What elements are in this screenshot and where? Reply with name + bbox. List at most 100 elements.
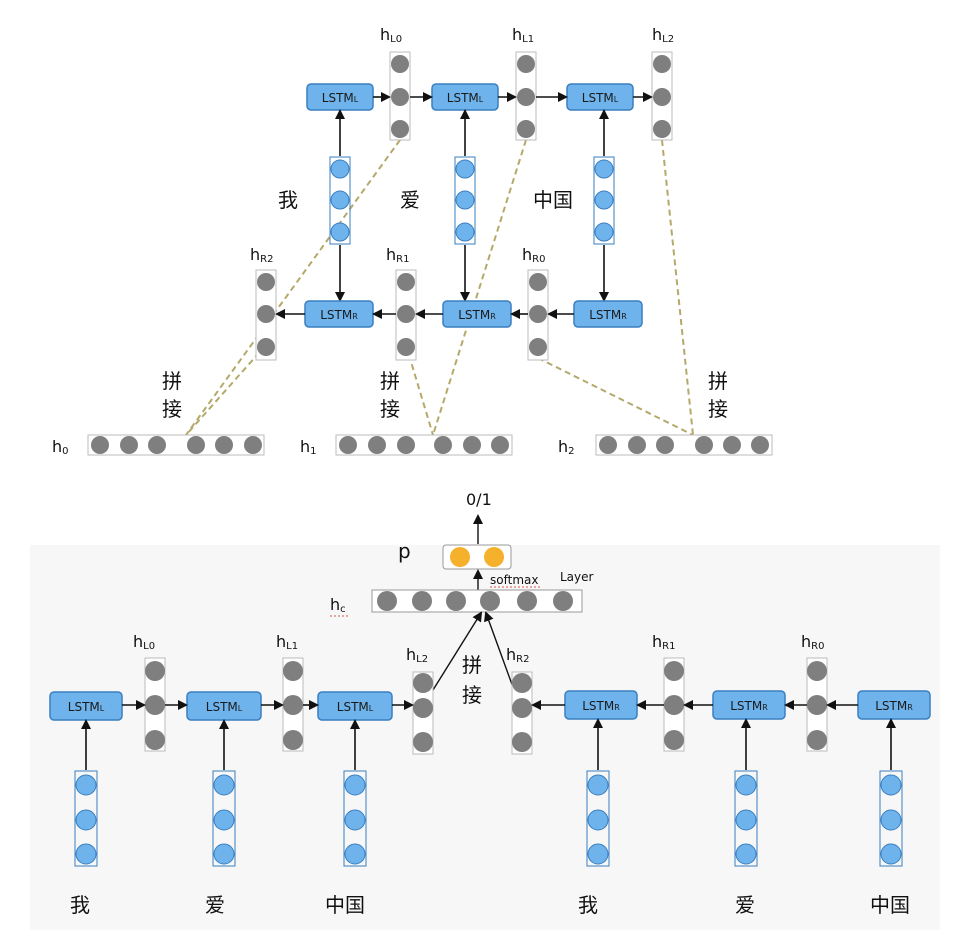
svg-text:LSTMR: LSTMR xyxy=(730,699,768,713)
b-label-hL0: hL0 xyxy=(133,632,155,652)
concat-label-2b: 接 xyxy=(708,397,728,421)
b-embedding-3 xyxy=(343,770,367,867)
hc-vector: hc xyxy=(330,589,583,617)
state-hL2: hL2 xyxy=(651,25,674,141)
concat-label-0a: 拼 xyxy=(162,369,182,393)
output-h2: h2 xyxy=(558,434,773,457)
b-state-hR1: hR1 xyxy=(652,632,685,752)
b-word-1: 我 xyxy=(70,893,90,917)
b-label-hR0: hR0 xyxy=(801,632,824,652)
top-backward-states: hR2 hR1 hR0 xyxy=(250,245,549,361)
label-hR2: hR2 xyxy=(250,245,273,265)
b-embedding-1 xyxy=(74,770,98,867)
output-h1: h1 xyxy=(300,434,513,457)
concat-label-1b: 接 xyxy=(380,397,400,421)
bottom-concat-label-b: 接 xyxy=(462,683,482,707)
state-hL0: hL0 xyxy=(380,25,411,141)
b-word-3: 中国 xyxy=(325,893,365,917)
b-lstm-r-1: LSTMR xyxy=(564,690,638,720)
svg-text:LSTML: LSTML xyxy=(322,91,359,105)
b-lstm-l-3: LSTML xyxy=(317,691,393,721)
top-backward-cells: LSTMR LSTMR LSTMR xyxy=(304,300,643,328)
b-embedding-6 xyxy=(879,770,903,867)
svg-text:LSTMR: LSTMR xyxy=(589,308,627,322)
top-diagram: hL0 hL1 hL2 LSTML xyxy=(52,25,773,457)
embedding-wo xyxy=(329,156,351,245)
top-inputs: 我 爱 中国 xyxy=(278,156,615,245)
b-lstm-l-2: LSTML xyxy=(186,691,262,721)
word-ai: 爱 xyxy=(400,188,420,212)
b-word-5: 爱 xyxy=(735,893,755,917)
label-h0: h0 xyxy=(52,437,69,457)
b-label-hR1: hR1 xyxy=(652,632,675,652)
b-word-2: 爱 xyxy=(205,893,225,917)
b-state-hR0: hR0 xyxy=(801,632,828,752)
b-embedding-5 xyxy=(734,770,758,867)
dash-hL2-h2 xyxy=(661,139,694,436)
output-h0: h0 xyxy=(52,434,265,457)
b-state-hL0: hL0 xyxy=(133,632,166,752)
label-hc: hc xyxy=(330,595,346,615)
lstm-r-cell-2: LSTMR xyxy=(442,300,512,328)
b-label-hR2: hR2 xyxy=(506,645,529,665)
bottom-concat-label-a: 拼 xyxy=(462,653,482,677)
top-outputs: h0 h1 h2 xyxy=(52,434,773,457)
b-label-hL1: hL1 xyxy=(276,632,298,652)
lstm-l-cell-1: LSTML xyxy=(306,83,374,111)
b-embedding-4 xyxy=(586,770,610,867)
svg-text:LSTMR: LSTMR xyxy=(582,699,620,713)
p-label: p xyxy=(398,539,411,563)
p-output-layer: p xyxy=(398,539,512,570)
b-label-hL2: hL2 xyxy=(406,645,428,665)
dash-hR0-h2 xyxy=(537,357,694,436)
top-concat-labels: 拼 接 拼 接 拼 接 xyxy=(162,369,728,421)
top-backward-input-arrows xyxy=(335,245,609,302)
concat-label-0b: 接 xyxy=(162,397,182,421)
bottom-input-arrows xyxy=(81,718,896,770)
bottom-diagram: 0/1 p softmax Layer hc xyxy=(30,490,940,930)
svg-text:LSTMR: LSTMR xyxy=(875,699,913,713)
svg-text:LSTML: LSTML xyxy=(68,700,105,714)
label-h2: h2 xyxy=(558,437,575,457)
b-state-hL2: hL2 xyxy=(406,645,434,755)
b-word-4: 我 xyxy=(578,893,598,917)
label-hR1: hR1 xyxy=(386,245,409,265)
label-hL0: hL0 xyxy=(380,25,402,45)
b-lstm-r-3: LSTMR xyxy=(857,690,931,720)
output-label: 0/1 xyxy=(466,490,492,509)
top-forward-cells: LSTML LSTML LSTML xyxy=(306,83,634,111)
state-hR0: hR0 xyxy=(522,245,549,361)
concat-label-2a: 拼 xyxy=(708,369,728,393)
b-state-hR2: hR2 xyxy=(506,645,533,755)
svg-text:LSTML: LSTML xyxy=(447,91,484,105)
layer-label: Layer xyxy=(560,570,594,584)
svg-text:LSTML: LSTML xyxy=(206,700,243,714)
label-hR0: hR0 xyxy=(522,245,545,265)
bottom-concat-arrows xyxy=(432,611,515,691)
lstm-l-cell-3: LSTML xyxy=(566,83,634,111)
b-word-6: 中国 xyxy=(870,893,910,917)
b-embedding-2 xyxy=(212,770,236,867)
label-hL2: hL2 xyxy=(652,25,674,45)
svg-text:LSTML: LSTML xyxy=(337,700,374,714)
svg-text:LSTMR: LSTMR xyxy=(458,308,496,322)
bottom-backward-cells: LSTMR LSTMR LSTMR xyxy=(564,690,931,720)
embedding-zhongguo xyxy=(593,156,615,245)
state-hR2: hR2 xyxy=(250,245,277,361)
embedding-ai xyxy=(454,156,476,245)
dash-hR2-h0 xyxy=(185,344,267,436)
lstm-l-cell-2: LSTML xyxy=(431,83,499,111)
bottom-inputs xyxy=(74,770,903,867)
bottom-forward-cells: LSTML LSTML LSTML xyxy=(49,691,393,721)
dash-hL1-h1 xyxy=(432,139,527,436)
softmax-label: softmax xyxy=(490,573,538,587)
state-hR1: hR1 xyxy=(386,245,417,361)
lstm-r-cell-1: LSTMR xyxy=(304,300,374,328)
top-forward-states: hL0 hL1 hL2 xyxy=(380,25,674,141)
svg-text:LSTMR: LSTMR xyxy=(320,308,358,322)
bottom-backward-states: hR2 hR1 hR0 xyxy=(506,632,828,755)
lstm-r-cell-3: LSTMR xyxy=(573,300,643,328)
bottom-words: 我 爱 中国 我 爱 中国 xyxy=(70,893,910,917)
concat-label-1a: 拼 xyxy=(380,369,400,393)
dash-hL0-h0 xyxy=(185,139,401,436)
